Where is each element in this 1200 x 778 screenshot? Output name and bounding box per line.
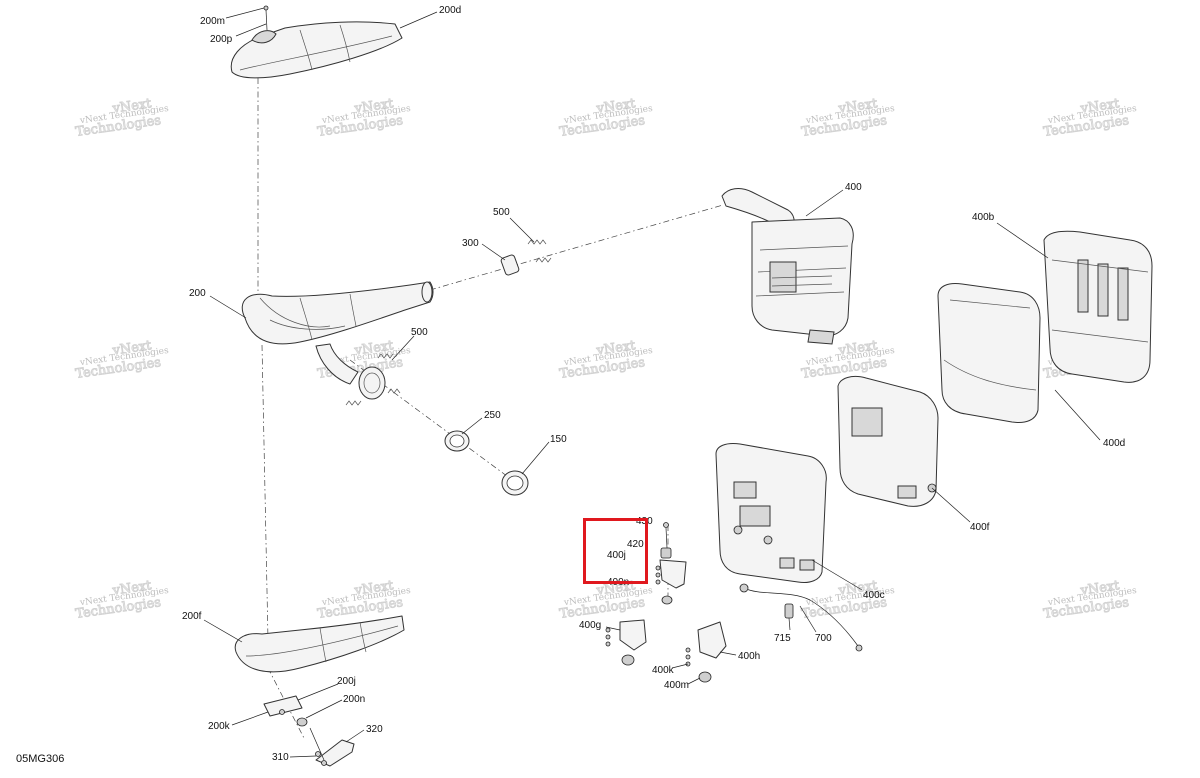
callout-200d: 200d <box>439 5 461 16</box>
callout-400: 400 <box>845 182 862 193</box>
part-420-grommet <box>660 547 672 559</box>
part-300-connector <box>500 254 520 276</box>
callout-430: 430 <box>636 516 653 527</box>
callout-420: 420 <box>627 539 644 550</box>
part-200f-lower-shield <box>234 615 405 673</box>
callout-500-top: 500 <box>493 207 510 218</box>
diagram-code: 05MG306 <box>16 753 65 765</box>
part-200-expansion-pipe <box>241 281 434 400</box>
callout-200n: 200n <box>343 694 365 705</box>
part-400j-bracket <box>655 559 687 605</box>
callout-200p: 200p <box>210 34 233 45</box>
watermark-text-large-top: vNext <box>837 338 879 359</box>
callout-715: 715 <box>774 633 791 644</box>
part-700-cable <box>739 583 863 652</box>
part-400f-inner-shield <box>837 375 939 507</box>
watermark-text-large-top: vNext <box>595 96 637 117</box>
highlight-box <box>583 518 648 584</box>
callout-400h: 400h <box>738 651 760 662</box>
watermark-text-large-top: vNext <box>1079 578 1121 599</box>
part-200n-grommet <box>296 717 308 727</box>
callout-250: 250 <box>484 410 501 421</box>
callout-400b: 400b <box>972 212 995 223</box>
callout-200j: 200j <box>337 676 356 687</box>
part-320-bracket <box>315 739 355 767</box>
watermark-text-large-top: vNext <box>111 578 153 599</box>
part-400c-cover <box>715 443 827 583</box>
part-400-muffler <box>721 188 854 345</box>
callout-400c: 400c <box>863 590 885 601</box>
part-250-gasket <box>444 430 470 452</box>
callout-320: 320 <box>366 724 383 735</box>
leader-lines <box>203 7 1101 758</box>
part-400g-bracket <box>605 619 647 666</box>
part-200d-upper-shield <box>230 5 403 79</box>
callout-300: 300 <box>462 238 479 249</box>
watermark-text-large-top: vNext <box>111 338 153 359</box>
part-400b-outer-shield <box>1043 230 1153 383</box>
watermark-text-large-top: vNext <box>353 338 395 359</box>
callout-400f: 400f <box>970 522 990 533</box>
callout-200f: 200f <box>182 611 202 622</box>
part-430-bolt <box>663 522 669 549</box>
callout-150: 150 <box>550 434 567 445</box>
part-715-sensor <box>784 603 794 619</box>
callout-400d: 400d <box>1103 438 1125 449</box>
part-150-gasket <box>501 470 529 496</box>
watermark-text-large-top: vNext <box>111 96 153 117</box>
callout-labels: 200m 200p 200d 400 400b 500 300 200 500 … <box>182 5 1125 763</box>
callout-400g: 400g <box>579 620 601 631</box>
watermark-text-large-top: vNext <box>837 96 879 117</box>
part-310-bolts <box>309 727 327 766</box>
callout-200k: 200k <box>208 721 231 732</box>
watermark-text-large-top: vNext <box>595 338 637 359</box>
callout-700: 700 <box>815 633 832 644</box>
callout-500-mid: 500 <box>411 327 428 338</box>
watermark-text-large-top: vNext <box>1079 96 1121 117</box>
callout-400m: 400m <box>664 680 689 691</box>
part-500-springs <box>345 239 552 406</box>
callout-200: 200 <box>189 288 206 299</box>
part-400d-middle-shield <box>937 283 1041 423</box>
callout-310: 310 <box>272 752 289 763</box>
callout-400j: 400j <box>607 550 626 561</box>
watermark-text-large-top: vNext <box>353 96 395 117</box>
callout-200m: 200m <box>200 16 225 27</box>
part-200m-screw <box>263 5 269 11</box>
watermark-text-large-top: vNext <box>837 578 879 599</box>
part-200j-bracket <box>263 695 303 717</box>
callout-400k: 400k <box>652 665 675 676</box>
watermark-text-large-top: vNext <box>353 578 395 599</box>
